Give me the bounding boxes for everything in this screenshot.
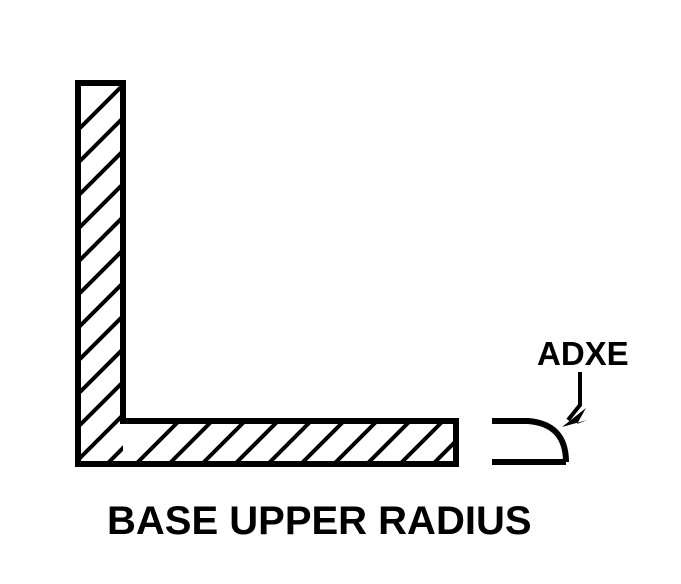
leader-line-path xyxy=(566,372,582,422)
horizontal-leg-hatching xyxy=(133,421,456,464)
callout-label: ADXE xyxy=(537,335,629,372)
angle-profile-outline xyxy=(75,80,459,467)
drawing-caption: BASE UPPER RADIUS xyxy=(107,499,532,543)
radius-detail-fillet xyxy=(492,418,569,463)
radius-detail xyxy=(492,418,569,465)
leader-arrowhead-icon xyxy=(562,408,587,427)
angle-profile xyxy=(75,80,459,467)
callout-leader xyxy=(562,372,587,427)
vertical-leg-hatching xyxy=(78,83,123,464)
